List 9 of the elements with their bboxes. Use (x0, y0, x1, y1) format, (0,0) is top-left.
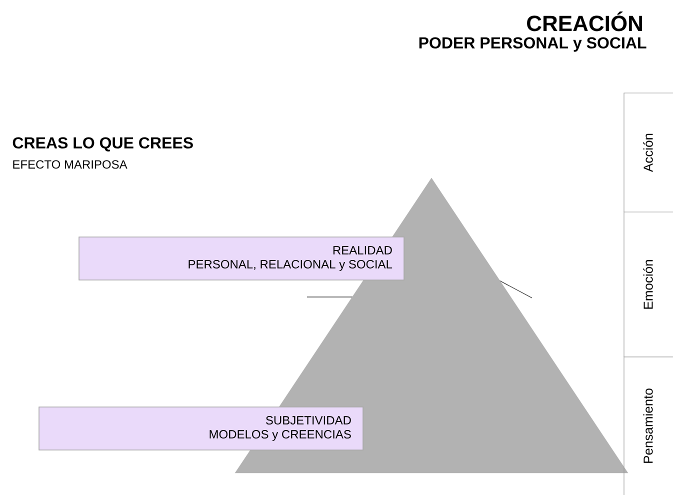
title: CREACIÓN (527, 12, 642, 32)
side-cell: Pensamiento (624, 356, 673, 495)
label-box: SUBJETIVIDAD MODELOS y CREENCIAS (38, 406, 364, 450)
side-cell: Emoción (624, 212, 673, 358)
heading: CREAS LO QUE CREES (12, 137, 193, 152)
subheading: EFECTO MARIPOSA (13, 160, 128, 169)
label-box: REALIDAD PERSONAL, RELACIONAL y SOCIAL (78, 236, 404, 280)
subtitle: PODER PERSONAL y SOCIAL (419, 37, 646, 52)
side-cell: Acción (624, 92, 673, 212)
